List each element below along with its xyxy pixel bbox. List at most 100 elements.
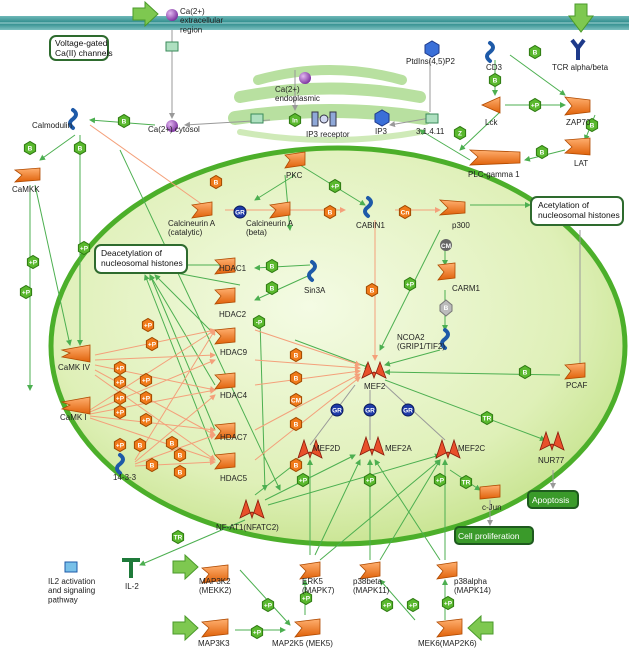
hdac7-shape [214,422,236,440]
nur77-shape [539,430,565,452]
svg-text:B: B [270,285,275,292]
mek6-shape [436,618,463,638]
svg-text:+P: +P [142,377,151,384]
hdac5-shape [214,452,236,470]
tcr-icon [570,38,586,60]
svg-text:+P: +P [148,341,157,348]
svg-text:B: B [444,305,449,312]
label-sin3a: Sin3A [304,286,326,295]
svg-text:B: B [294,375,299,382]
p38alpha-shape [436,561,458,580]
label-lat: LAT [574,159,588,168]
camk4-shape [60,344,91,363]
edge-tag-b: B [73,140,87,156]
svg-text:TR: TR [483,415,492,422]
label-calmodulin: Calmodulin [32,121,72,130]
edge-tag-p: +P [433,472,447,488]
label-mef2c: MEF2C [458,444,485,453]
input-arrows [132,0,594,642]
label-mef2: MEF2 [364,382,386,391]
svg-text:+P: +P [116,379,125,386]
edge-tag-b: B [289,416,303,432]
svg-text:B: B [493,77,498,84]
calcium-balls [166,9,311,132]
label-ca-cytosol: Ca(2+) cytosol [148,125,200,134]
camk1-shape [60,396,91,415]
label-tcr: TCR alpha/beta [552,63,609,72]
edge-tag-b: B [535,144,549,160]
hdac1-shape [214,257,236,275]
label-mek6: MEK6(MAP2K6) [418,639,477,648]
svg-text:+P: +P [444,600,453,607]
svg-text:B: B [214,179,219,186]
camkk-shape [13,167,41,183]
svg-text:+P: +P [142,417,151,424]
edge-tag-in: In [288,112,302,128]
svg-text:B: B [294,462,299,469]
edge-tag-p: +P [77,240,91,256]
edge-tag-b: B [117,113,131,129]
svg-text:Z: Z [458,130,462,137]
label-mef2a: MEF2A [385,444,412,453]
cabin1-icon [363,196,373,218]
scaffold-icons [68,41,495,475]
activation-edges [27,30,596,633]
label-p38alpha: p38alpha(MAPK14) [454,577,491,595]
edge-tag-mp: -P [252,314,266,330]
svg-text:B: B [270,263,275,270]
svg-text:Cn: Cn [401,209,410,216]
b-gray-icon [439,299,453,317]
edge-tag-b: B [133,437,147,453]
cjun-shape [479,484,501,500]
svg-text:TR: TR [174,534,183,541]
label-zap70: ZAP70 [566,118,591,127]
edge-tag-p: +P [296,472,310,488]
label-map3k2: MAP3K2(MEKK2) [199,577,232,595]
edge-tag-b: B [265,280,279,296]
label-map2k5: MAP2K5 (MEK5) [272,639,333,648]
p300-shape [438,199,466,216]
label-lck: Lck [485,118,498,127]
svg-text:+P: +P [409,602,418,609]
svg-text:+P: +P [366,477,375,484]
svg-text:+P: +P [264,602,273,609]
label-map3k3: MAP3K3 [198,639,230,648]
svg-text:+P: +P [299,477,308,484]
edge-tag-p: +P [19,284,33,300]
svg-text:GR: GR [365,407,375,414]
label-cjun: c-Jun [482,503,502,512]
svg-text:GR: GR [332,407,342,414]
edge-tag-p: +P [528,97,542,113]
svg-text:B: B [178,469,183,476]
pkc-shape [284,151,306,169]
svg-text:+P: +P [22,289,31,296]
mef2d-shape [297,438,323,460]
svg-text:-P: -P [256,319,263,326]
map3k2-shape [201,564,229,584]
label-cd3: CD3 [486,63,503,72]
svg-text:GR: GR [235,209,245,216]
label-erk5: ERK5(MAPK7) [302,577,335,595]
svg-text:CM: CM [291,397,301,404]
svg-text:+P: +P [80,245,89,252]
label-cabin1: CABIN1 [356,221,385,230]
edge-tag-z: Z [453,125,467,141]
edge-tag-b: B [209,174,223,190]
edge-tag-b: B [23,140,37,156]
svg-text:+P: +P [331,183,340,190]
svg-text:+P: +P [116,409,125,416]
label-camk4: CaMK IV [58,363,91,372]
label-calcineurin-cat: Calcineurin A(catalytic) [168,219,216,237]
modifier-icons: CM B [439,239,453,317]
edge-tag-p: +P [113,360,127,376]
calcineurin-beta-shape [269,201,291,219]
protein-shapes [13,96,591,638]
svg-text:+P: +P [142,395,151,402]
sin3a-icon [307,260,317,282]
svg-text:B: B [178,452,183,459]
svg-text:B: B [122,118,127,125]
